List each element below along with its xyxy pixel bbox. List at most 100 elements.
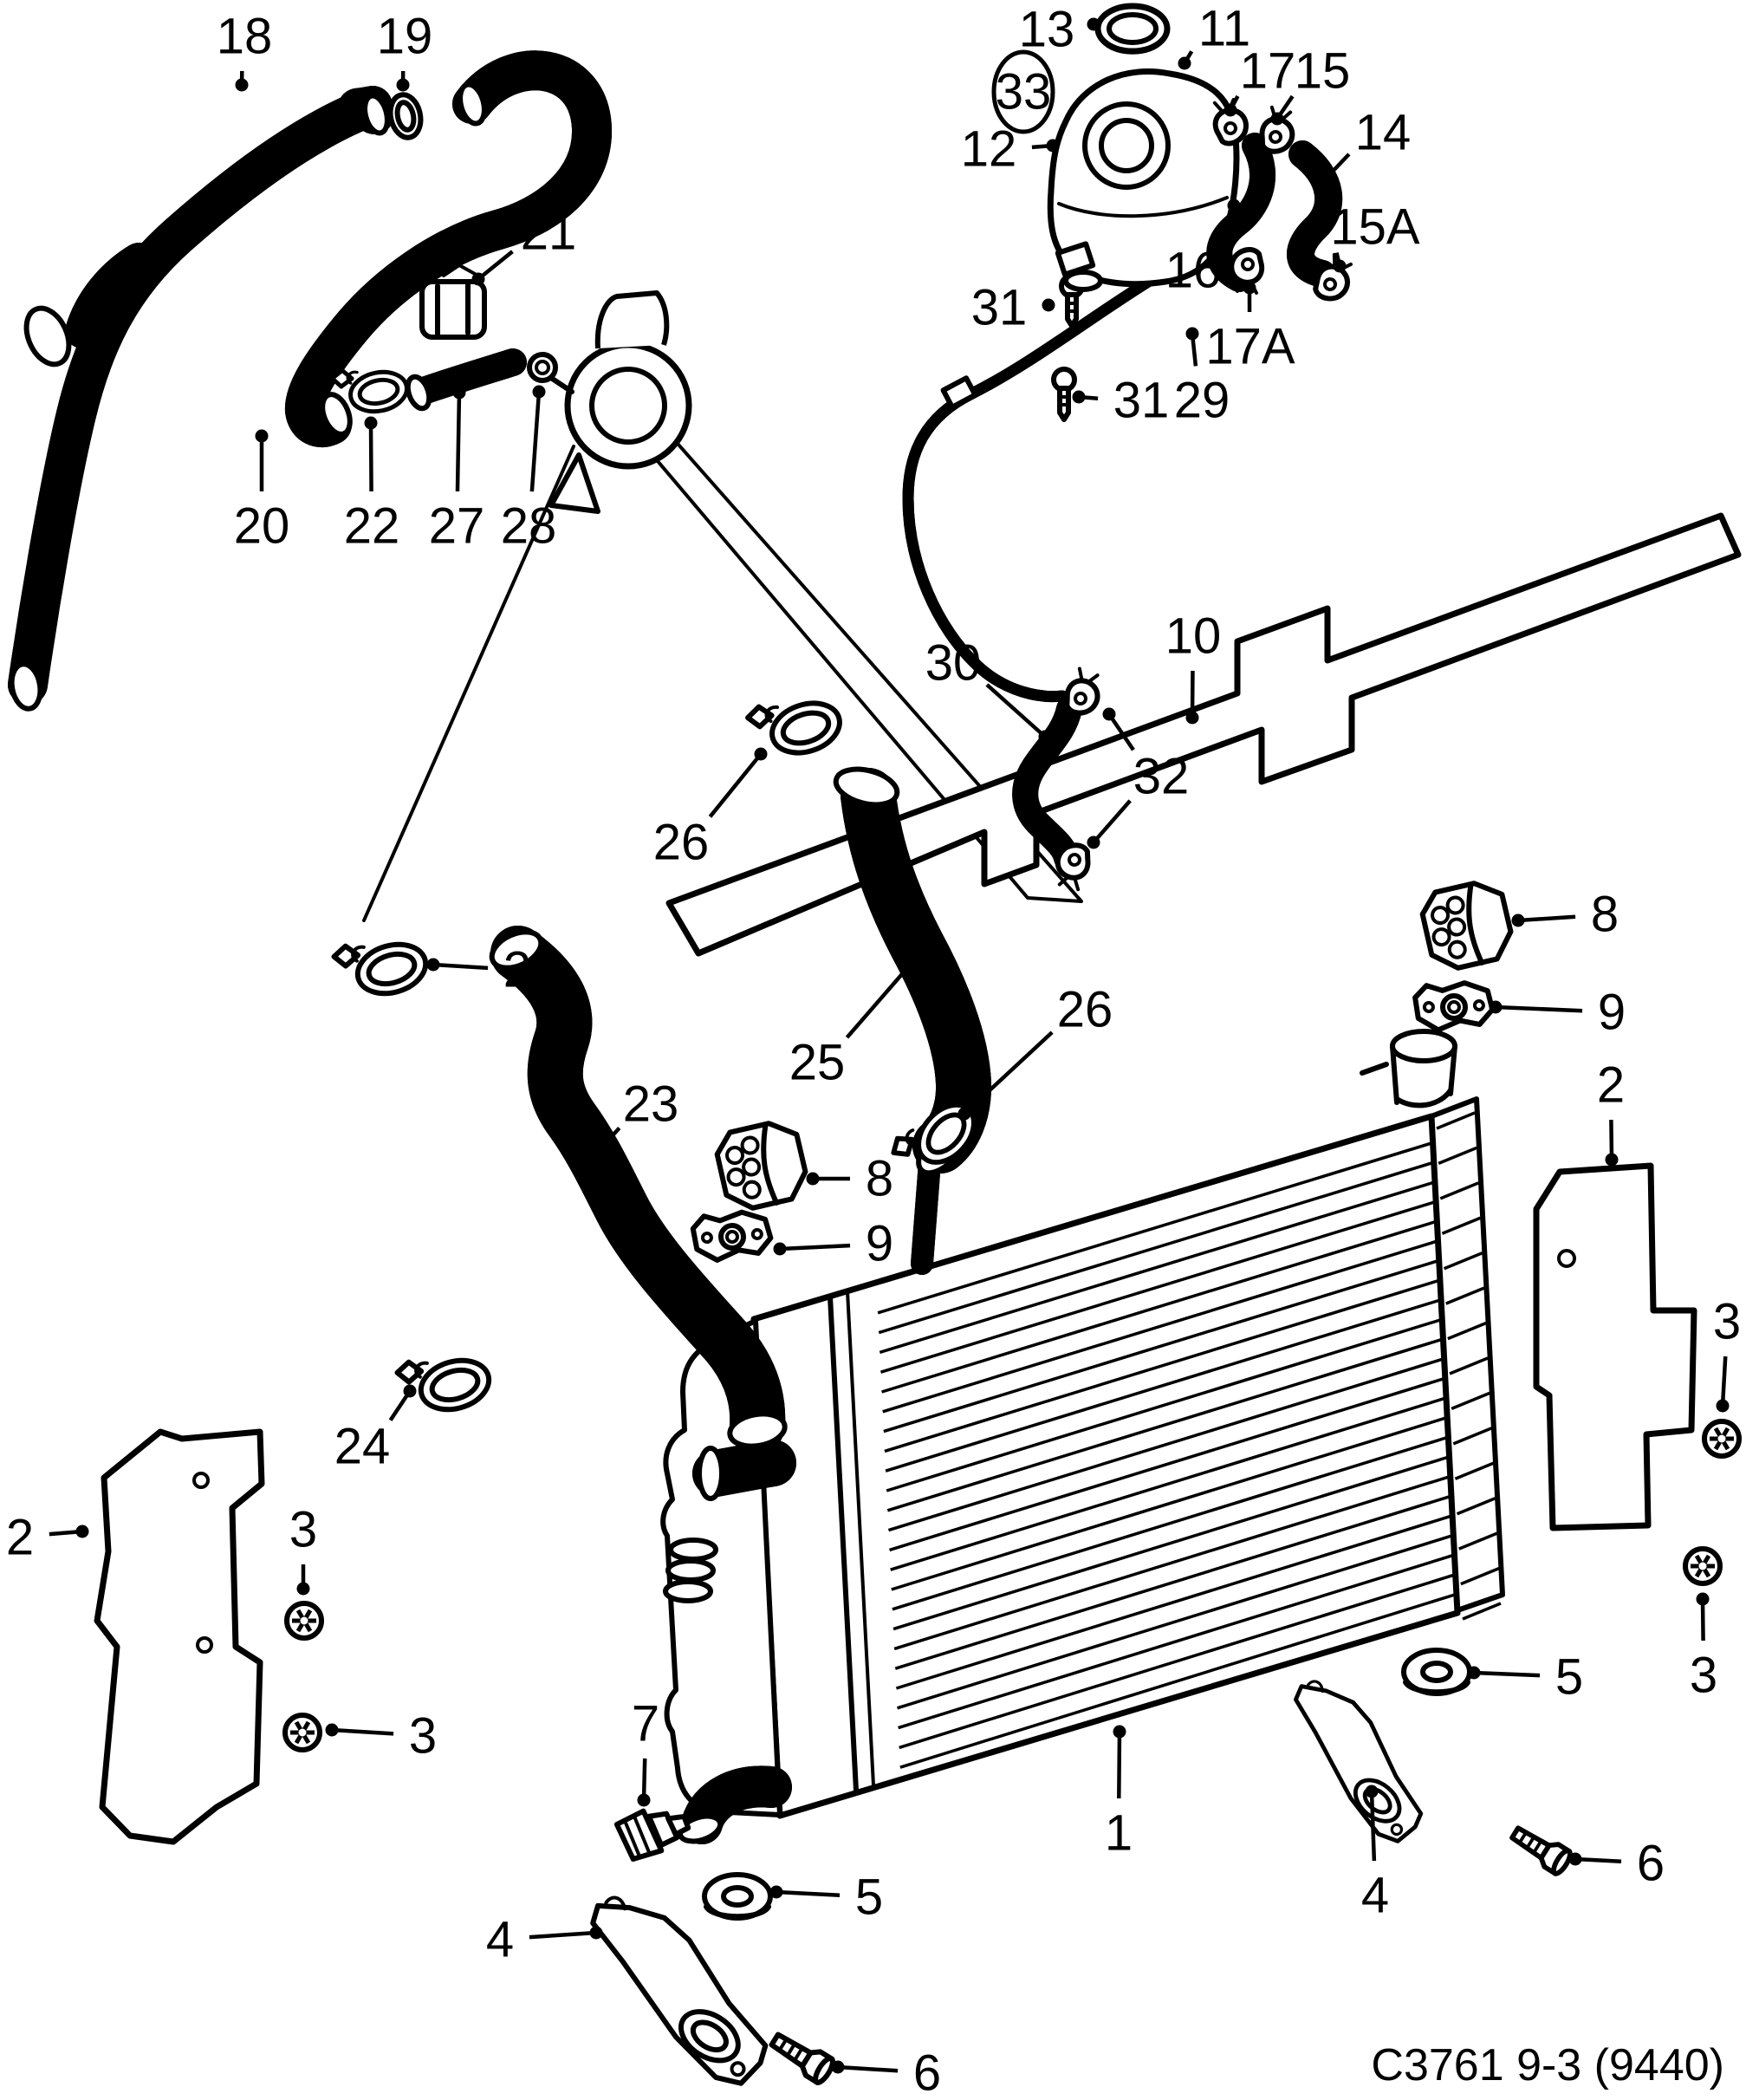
leader-dot <box>1270 112 1284 126</box>
leader-dot <box>235 78 249 92</box>
part-number-label: 6 <box>1637 1836 1665 1892</box>
part-number-label: 1 <box>1105 1805 1133 1862</box>
part-number-label: 28 <box>501 498 557 555</box>
part-number-label: 22 <box>344 498 400 555</box>
leader-dot <box>1046 139 1060 153</box>
leader-line <box>708 752 763 818</box>
mount-grommet <box>1404 1650 1470 1694</box>
lower-radiator-hose-group <box>332 925 788 1453</box>
part-number-label: 5 <box>855 1869 883 1926</box>
part-number-label: 9 <box>1598 985 1626 1041</box>
leader-dot <box>773 1242 787 1256</box>
thermostat-housing <box>548 290 692 514</box>
part-number-label: 3 <box>1713 1294 1741 1350</box>
leader-dot <box>1113 1725 1126 1739</box>
leader-line <box>1609 1119 1614 1161</box>
part-number-label: 27 <box>429 498 485 555</box>
leader-line <box>1473 1670 1541 1678</box>
leader-dot <box>1223 103 1237 117</box>
leader-dot <box>1042 298 1055 312</box>
leader-dot <box>1178 56 1191 70</box>
upper-mount-bracket <box>1414 981 1493 1031</box>
part-number-label: 15 <box>1295 43 1351 100</box>
leader-line <box>1092 799 1132 844</box>
leader-dot <box>364 416 378 430</box>
leader-dot <box>1605 1153 1619 1167</box>
leader-dot <box>1102 707 1116 721</box>
leader-dot <box>1511 913 1525 927</box>
leader-dot <box>403 1384 417 1398</box>
part-number-label: 24 <box>334 1419 391 1475</box>
overflow-pipe-group <box>902 276 1159 890</box>
part-number-label: 6 <box>913 2045 941 2100</box>
leader-dot <box>1321 169 1335 183</box>
upper-hose-to-radiator-group <box>746 685 985 1186</box>
radiator-lower-bracket <box>555 1884 798 2094</box>
bracket-bolt <box>1508 1822 1573 1876</box>
bracket-bolt <box>768 2028 836 2085</box>
hose-clamp <box>332 926 432 1006</box>
radiator-filler-neck <box>1360 1029 1457 1109</box>
part-number-label: 3 <box>1690 1648 1717 1704</box>
leader-line <box>1700 1598 1705 1642</box>
leader-dot <box>532 385 546 399</box>
part-number-label: 16 <box>1165 243 1222 299</box>
leader-dot <box>1185 327 1199 341</box>
leader-dot <box>471 272 485 286</box>
radiator-fins <box>877 1141 1457 1769</box>
leader-dot <box>1568 1852 1582 1866</box>
pipe-clip <box>1063 667 1104 717</box>
part-number-label: 19 <box>377 9 433 65</box>
leader-dot <box>1365 1785 1379 1798</box>
part-number-label: 4 <box>486 1912 514 1968</box>
leader-line <box>331 1727 394 1736</box>
right-side-baffle <box>1533 1162 1697 1531</box>
leader-dot <box>900 961 914 975</box>
leader-dot <box>452 386 466 400</box>
part-number-label: 26 <box>1057 982 1113 1038</box>
part-number-label: 2 <box>1597 1057 1625 1114</box>
part-number-label: 17 <box>1240 43 1296 100</box>
leader-line <box>1495 1004 1583 1013</box>
leader-dot <box>296 1582 310 1596</box>
leader-dot <box>325 1723 339 1737</box>
assembly-lines <box>362 428 1083 922</box>
part-number-label: 5 <box>1555 1649 1583 1706</box>
part-number-label: 15A <box>1330 199 1420 256</box>
balloon-circle <box>991 49 1055 134</box>
part-number-label: 31 <box>1113 373 1170 429</box>
pipe-screw <box>1054 369 1074 419</box>
leader-dot <box>957 1107 971 1121</box>
leader-line <box>477 250 514 281</box>
part-number-label: 23 <box>623 1076 679 1133</box>
leader-dot <box>769 1885 783 1899</box>
leader-line <box>529 1930 597 1940</box>
radiator-side-ticks <box>1436 1111 1502 1621</box>
part-number-label: 7 <box>632 1696 659 1752</box>
leader-dot <box>255 429 269 443</box>
part-number-label: 10 <box>1165 608 1222 665</box>
leader-line <box>837 2064 899 2073</box>
upper-mount-rubber <box>1419 879 1515 972</box>
leader-line <box>368 422 373 492</box>
leader-dot <box>1087 835 1100 849</box>
part-number-label: 3 <box>409 1708 437 1765</box>
air-baffle-strip <box>665 512 1742 957</box>
leader-line <box>1574 1856 1622 1863</box>
part-number-label: 3 <box>289 1502 317 1558</box>
leader-dot <box>1716 1399 1730 1413</box>
upper-mount-rubber <box>714 1119 809 1212</box>
part-number-label: 29 <box>1174 373 1230 429</box>
hose-clamp <box>395 1343 495 1422</box>
part-number-label: 13 <box>1019 2 1075 58</box>
part-number-label: 30 <box>925 635 982 692</box>
part-number-label: 33 <box>996 64 1052 120</box>
leader-line <box>1117 1731 1122 1799</box>
block-clamp <box>419 263 487 340</box>
leader-line <box>1214 204 1236 243</box>
part-number-label: 17A <box>1205 319 1295 375</box>
upper-hose-assembly <box>8 70 692 712</box>
